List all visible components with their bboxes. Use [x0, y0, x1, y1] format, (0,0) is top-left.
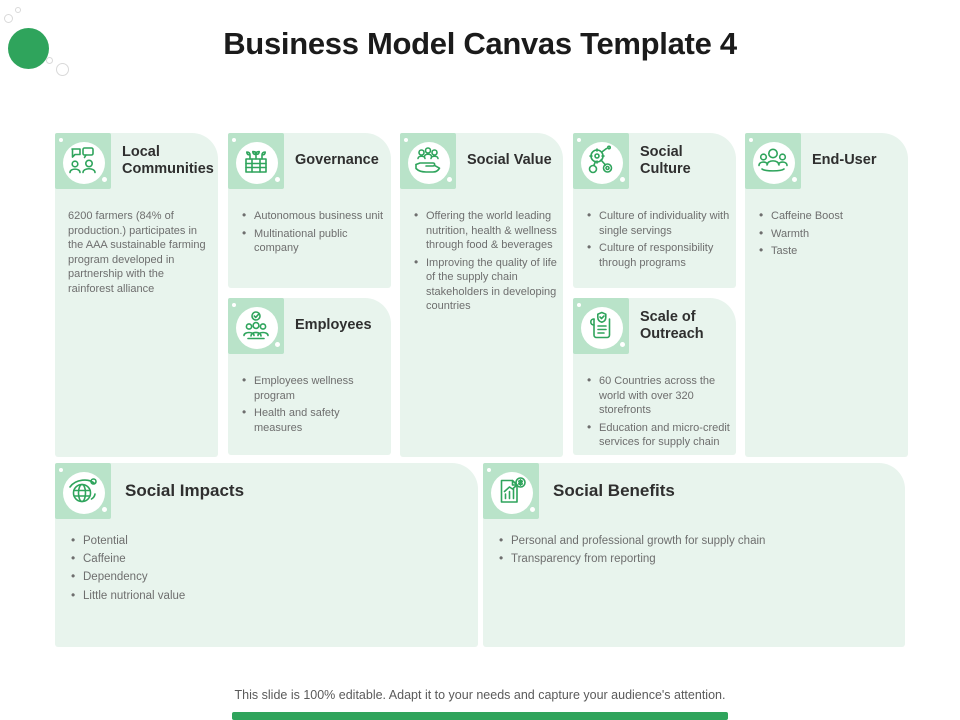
card-title: Employees	[295, 317, 372, 334]
bullet-item: Multinational public company	[241, 226, 385, 256]
bottom-accent-bar	[232, 712, 728, 720]
bullet-item: Caffeine Boost	[758, 208, 902, 224]
bullet-item: Caffeine	[70, 551, 472, 567]
card-local-communities: Local Communities 6200 farmers (84% of p…	[55, 133, 218, 457]
card-governance: Governance Autonomous business unitMulti…	[228, 133, 391, 288]
bullet-item: 60 Countries across the world with over …	[586, 373, 730, 418]
card-title: End-User	[812, 152, 877, 169]
bullet-item: Culture of responsibility through progra…	[586, 240, 730, 270]
bullet-list: Offering the world leading nutrition, he…	[413, 208, 557, 314]
card-title: Governance	[295, 152, 379, 169]
card-header: Scale of Outreach	[573, 298, 736, 354]
card-header: Social Culture	[573, 133, 736, 189]
ring-decoration	[15, 7, 21, 13]
card-social-benefits: Social Benefits Personal and professiona…	[483, 463, 905, 647]
page-title: Business Model Canvas Template 4	[223, 26, 737, 61]
bullet-list: PotentialCaffeineDependencyLittle nutrio…	[70, 533, 472, 604]
card-body: 60 Countries across the world with over …	[573, 354, 736, 450]
bullet-item: Culture of individuality with single ser…	[586, 208, 730, 238]
card-title: Social Culture	[640, 143, 691, 177]
card-end-user: End-User Caffeine BoostWarmthTaste	[745, 133, 908, 457]
card-title: Social Impacts	[125, 480, 245, 500]
bullet-list: Culture of individuality with single ser…	[586, 208, 730, 270]
editable-note: This slide is 100% editable. Adapt it to…	[234, 688, 726, 702]
card-header: Social Benefits	[483, 463, 905, 519]
card-header: Governance	[228, 133, 391, 189]
globe-impact-icon	[55, 463, 111, 519]
growth-report-icon	[483, 463, 539, 519]
card-paragraph: 6200 farmers (84% of production.) partic…	[68, 210, 206, 295]
scroll-shield-icon	[573, 298, 629, 354]
building-plants-icon	[228, 133, 284, 189]
card-body: Personal and professional growth for sup…	[483, 519, 905, 567]
ring-decoration	[56, 63, 69, 76]
bullet-list: Caffeine BoostWarmthTaste	[758, 208, 902, 259]
card-header: Local Communities	[55, 133, 218, 189]
card-body: 6200 farmers (84% of production.) partic…	[55, 189, 218, 296]
bullet-list: Personal and professional growth for sup…	[498, 533, 899, 567]
crowd-icon	[745, 133, 801, 189]
bullet-item: Health and safety measures	[241, 405, 385, 435]
card-body: Offering the world leading nutrition, he…	[400, 189, 563, 314]
bullet-item: Potential	[70, 533, 472, 549]
bullet-item: Transparency from reporting	[498, 551, 899, 567]
card-title: Social Benefits	[553, 480, 675, 500]
card-body: PotentialCaffeineDependencyLittle nutrio…	[55, 519, 478, 604]
bullet-item: Autonomous business unit	[241, 208, 385, 224]
team-check-icon	[228, 298, 284, 354]
card-social-impacts: Social Impacts PotentialCaffeineDependen…	[55, 463, 478, 647]
card-title: Social Value	[467, 152, 552, 169]
accent-circle-decoration	[8, 28, 49, 69]
card-body: Autonomous business unitMultinational pu…	[228, 189, 391, 256]
card-header: Social Impacts	[55, 463, 478, 519]
bullet-item: Personal and professional growth for sup…	[498, 533, 899, 549]
card-header: Social Value	[400, 133, 563, 189]
card-header: End-User	[745, 133, 908, 189]
bullet-item: Improving the quality of life of the sup…	[413, 255, 557, 314]
network-gears-icon	[573, 133, 629, 189]
card-body: Caffeine BoostWarmthTaste	[745, 189, 908, 259]
card-employees: Employees Employees wellness programHeal…	[228, 298, 391, 455]
bullet-item: Taste	[758, 243, 902, 259]
bullet-item: Little nutrional value	[70, 588, 472, 604]
bullet-item: Employees wellness program	[241, 373, 385, 403]
bullet-list: Autonomous business unitMultinational pu…	[241, 208, 385, 256]
bullet-item: Offering the world leading nutrition, he…	[413, 208, 557, 253]
bullet-item: Education and micro-credit services for …	[586, 420, 730, 450]
card-header: Employees	[228, 298, 391, 354]
card-scale-of-outreach: Scale of Outreach 60 Countries across th…	[573, 298, 736, 455]
card-social-culture: Social Culture Culture of individuality …	[573, 133, 736, 288]
people-conversation-icon	[55, 133, 111, 189]
bullet-list: Employees wellness programHealth and saf…	[241, 373, 385, 435]
card-social-value: Social Value Offering the world leading …	[400, 133, 563, 457]
card-title: Scale of Outreach	[640, 308, 704, 342]
card-title: Local Communities	[122, 143, 214, 177]
bullet-item: Dependency	[70, 569, 472, 585]
bullet-item: Warmth	[758, 226, 902, 242]
card-body: Employees wellness programHealth and saf…	[228, 354, 391, 435]
card-body: Culture of individuality with single ser…	[573, 189, 736, 270]
ring-decoration	[46, 57, 53, 64]
hand-people-icon	[400, 133, 456, 189]
ring-decoration	[4, 14, 13, 23]
bullet-list: 60 Countries across the world with over …	[586, 373, 730, 450]
